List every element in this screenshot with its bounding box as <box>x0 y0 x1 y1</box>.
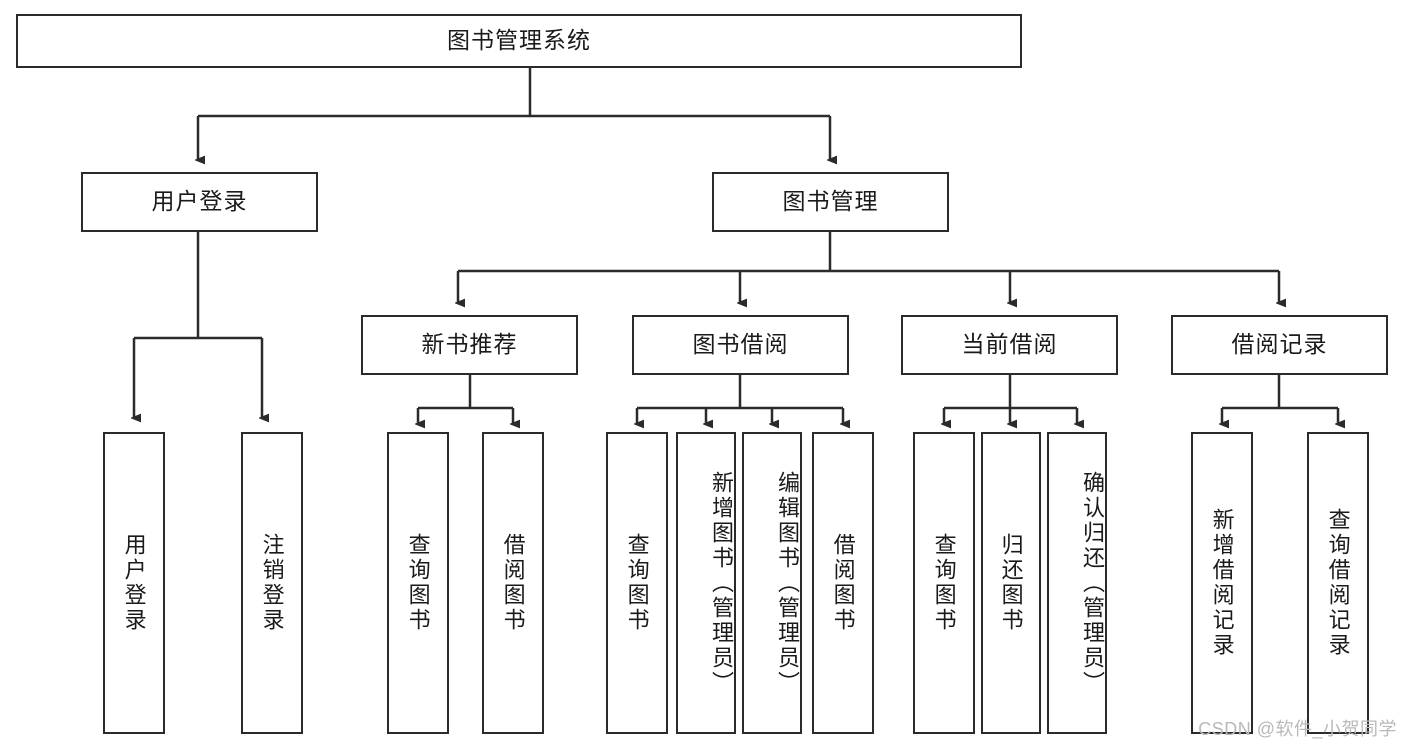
node-book-borrow[interactable]: 图书借阅 <box>632 315 849 375</box>
node-leaf-add-book-label: 新增图书（管理员） <box>709 470 734 696</box>
node-leaf-borrow-book-1[interactable]: 借阅图书 <box>482 432 544 734</box>
node-leaf-edit-book-label: 编辑图书（管理员） <box>775 470 800 696</box>
node-leaf-query-book-2-label: 查询图书 <box>624 533 650 633</box>
node-leaf-query-record-label: 查询借阅记录 <box>1325 508 1351 658</box>
node-leaf-borrow-book-2[interactable]: 借阅图书 <box>812 432 874 734</box>
node-borrow-record-label: 借阅记录 <box>1231 331 1328 358</box>
csdn-watermark: CSDN @软件_小贺同学 <box>1198 719 1397 739</box>
node-book-management-label: 图书管理 <box>782 188 879 215</box>
node-leaf-add-record-label: 新增借阅记录 <box>1209 508 1235 658</box>
node-current-borrow[interactable]: 当前借阅 <box>901 315 1118 375</box>
node-leaf-borrow-book-1-label: 借阅图书 <box>500 533 526 633</box>
node-book-management[interactable]: 图书管理 <box>712 172 949 232</box>
node-leaf-confirm-return-label: 确认归还（管理员） <box>1080 470 1105 696</box>
node-book-borrow-label: 图书借阅 <box>692 331 789 358</box>
node-leaf-query-record[interactable]: 查询借阅记录 <box>1307 432 1369 734</box>
node-borrow-record[interactable]: 借阅记录 <box>1171 315 1388 375</box>
node-root-label: 图书管理系统 <box>447 27 591 54</box>
node-leaf-query-book-3[interactable]: 查询图书 <box>913 432 975 734</box>
node-leaf-query-book-1[interactable]: 查询图书 <box>387 432 449 734</box>
node-user-login[interactable]: 用户登录 <box>81 172 318 232</box>
node-leaf-query-book-2[interactable]: 查询图书 <box>606 432 668 734</box>
node-current-borrow-label: 当前借阅 <box>961 331 1058 358</box>
node-new-book-recommend[interactable]: 新书推荐 <box>361 315 578 375</box>
node-user-login-label: 用户登录 <box>151 188 248 215</box>
node-leaf-return-book[interactable]: 归还图书 <box>981 432 1041 734</box>
node-leaf-return-book-label: 归还图书 <box>998 533 1024 633</box>
node-leaf-query-book-1-label: 查询图书 <box>405 533 431 633</box>
node-new-book-recommend-label: 新书推荐 <box>421 331 518 358</box>
node-leaf-add-book[interactable]: 新增图书（管理员） <box>676 432 736 734</box>
node-root[interactable]: 图书管理系统 <box>16 14 1022 68</box>
node-leaf-query-book-3-label: 查询图书 <box>931 533 957 633</box>
node-leaf-confirm-return[interactable]: 确认归还（管理员） <box>1047 432 1107 734</box>
node-leaf-add-record[interactable]: 新增借阅记录 <box>1191 432 1253 734</box>
node-leaf-user-login-label: 用户登录 <box>121 533 147 633</box>
node-leaf-logout-label: 注销登录 <box>259 533 285 633</box>
node-leaf-edit-book[interactable]: 编辑图书（管理员） <box>742 432 802 734</box>
node-leaf-user-login[interactable]: 用户登录 <box>103 432 165 734</box>
node-leaf-logout[interactable]: 注销登录 <box>241 432 303 734</box>
node-leaf-borrow-book-2-label: 借阅图书 <box>830 533 856 633</box>
